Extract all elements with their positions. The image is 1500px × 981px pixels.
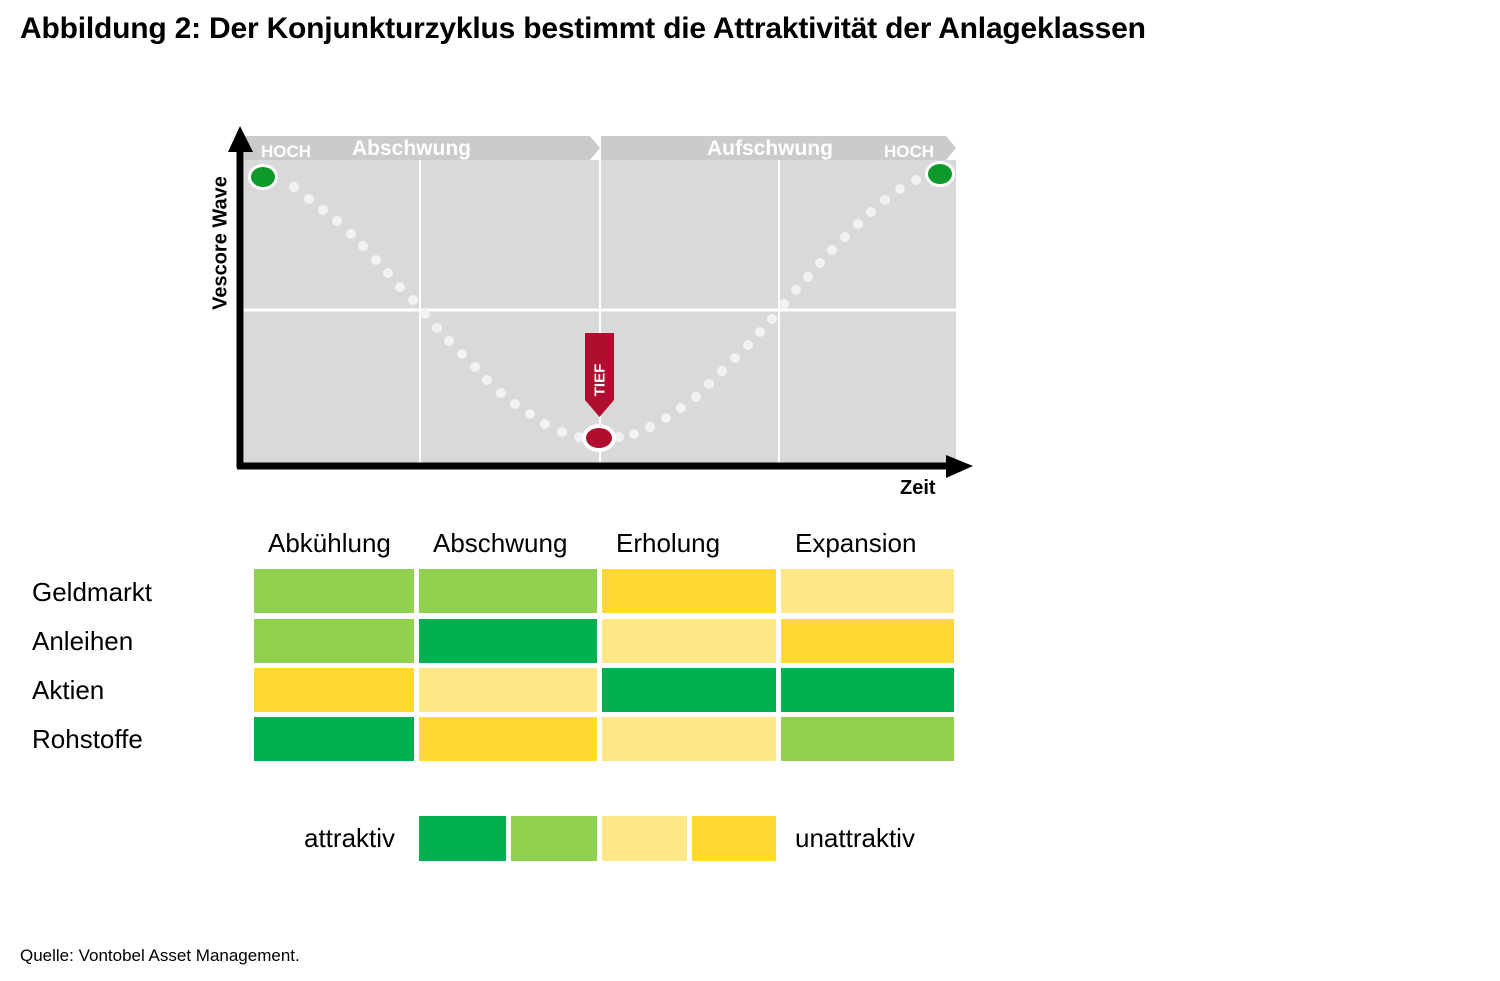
- y-axis-label: Vescore Wave: [209, 176, 232, 310]
- legend-swatch: [511, 816, 597, 861]
- matrix-cell: [781, 717, 954, 761]
- matrix-cell: [254, 569, 414, 613]
- banner-left-hoch: HOCH: [261, 142, 312, 161]
- peak-marker-left-dot: [251, 167, 275, 187]
- matrix-cell: [419, 668, 597, 712]
- matrix-cell: [254, 717, 414, 761]
- matrix-cell: [254, 668, 414, 712]
- trough-label: TIEF: [591, 363, 609, 397]
- trough-marker-dot: [586, 428, 612, 448]
- matrix-cell: [602, 668, 776, 712]
- x-axis-label: Zeit: [900, 477, 936, 499]
- banner-right-phase: Aufschwung: [707, 137, 833, 160]
- row-label: Anleihen: [32, 626, 134, 656]
- matrix-cell: [419, 569, 597, 613]
- trough-flag: [585, 333, 614, 417]
- figure-title: Abbildung 2: Der Konjunkturzyklus bestim…: [20, 12, 1146, 45]
- banner-abschwung: [244, 136, 600, 160]
- source-note: Quelle: Vontobel Asset Management.: [20, 946, 300, 965]
- peak-marker-right-dot: [928, 164, 952, 184]
- column-header: Abkühlung: [268, 528, 391, 558]
- legend-swatch: [602, 816, 687, 861]
- matrix-cell: [254, 619, 414, 663]
- matrix-cell: [781, 569, 954, 613]
- banner-aufschwung: [601, 136, 956, 160]
- matrix-cell: [602, 717, 776, 761]
- legend-swatch: [692, 816, 776, 861]
- x-axis-arrow-icon: [946, 455, 973, 478]
- banner-left-phase: Abschwung: [352, 137, 471, 160]
- matrix-cell: [602, 619, 776, 663]
- legend-label-unattractive: unattraktiv: [795, 823, 915, 853]
- matrix-cell: [781, 619, 954, 663]
- column-header: Erholung: [616, 528, 721, 558]
- matrix-cell: [602, 569, 776, 613]
- matrix-cell: [781, 668, 954, 712]
- matrix-cell: [419, 717, 597, 761]
- y-axis-arrow-icon: [228, 126, 253, 152]
- legend-swatch: [419, 816, 506, 861]
- row-label: Aktien: [32, 675, 105, 705]
- business-cycle-diagram: [228, 126, 973, 478]
- row-label: Geldmarkt: [32, 577, 152, 607]
- cycle-curve-dots: [289, 175, 921, 442]
- column-header: Abschwung: [433, 528, 568, 558]
- matrix-cell: [419, 619, 597, 663]
- legend-label-attractive: attraktiv: [304, 823, 396, 853]
- banner-right-hoch: HOCH: [884, 142, 935, 161]
- row-label: Rohstoffe: [32, 724, 143, 754]
- column-header: Expansion: [795, 528, 917, 558]
